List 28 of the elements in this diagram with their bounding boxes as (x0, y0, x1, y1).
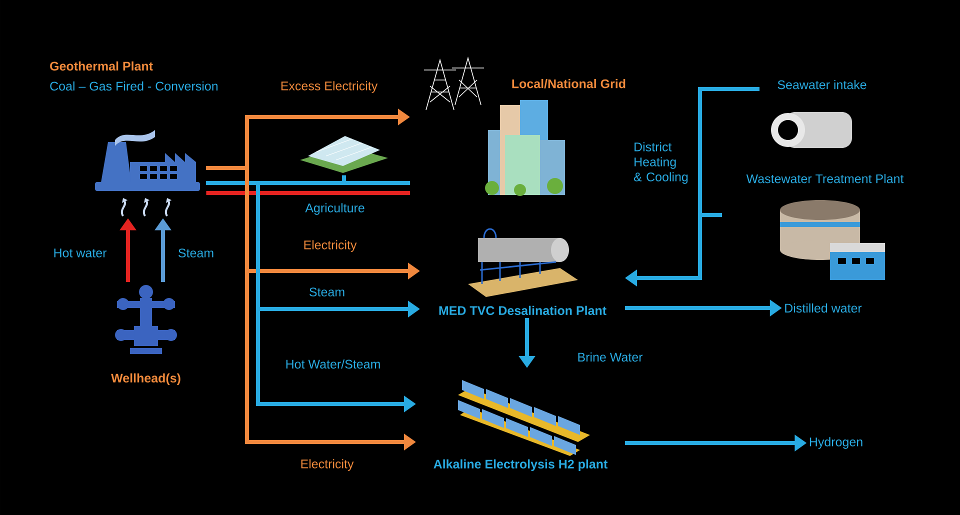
node-label: Local/National Grid (512, 79, 626, 88)
node-caption: District Heating & Cooling (634, 142, 688, 184)
edge-label: Brine Water (576, 351, 644, 363)
greenhouse-drawing (300, 136, 388, 173)
wastewater-treatment-plant: Wastewater Treatment Plant (746, 174, 904, 280)
title: Geothermal Plant (50, 61, 153, 71)
node-label: Wellhead(s) (111, 373, 180, 385)
desalination-plant: MED TVC Desalination Plant (439, 228, 606, 315)
output-label: Distilled water (785, 303, 862, 313)
edge-label: Excess Electricity (279, 80, 379, 94)
edge-label: Hot Water/Steam (284, 358, 382, 370)
subtitle: Coal – Gas Fired - Conversion (50, 81, 218, 91)
edge-label: Electricity (302, 239, 358, 253)
node-label: Alkaline Electrolysis H2 plant (434, 459, 608, 471)
node-caption: Agriculture (305, 203, 364, 215)
output-label: Hydrogen (810, 437, 862, 449)
edge-label: Steam (176, 248, 216, 258)
edge-label: Electricity (299, 458, 355, 472)
edge-label: Hot water (52, 248, 108, 258)
node-label: MED TVC Desalination Plant (439, 306, 606, 316)
node-label: Wastewater Treatment Plant (746, 174, 904, 184)
node-label: Seawater intake (778, 80, 866, 90)
seawater-intake: Seawater intake (771, 80, 866, 148)
edge-label: Steam (308, 286, 346, 298)
factory-drawing (95, 130, 200, 216)
wellhead: Wellhead(s) (111, 285, 180, 385)
electrolysis-plant: Alkaline Electrolysis H2 plant (434, 380, 608, 471)
power-grid-city: Local/National Grid (424, 56, 626, 196)
